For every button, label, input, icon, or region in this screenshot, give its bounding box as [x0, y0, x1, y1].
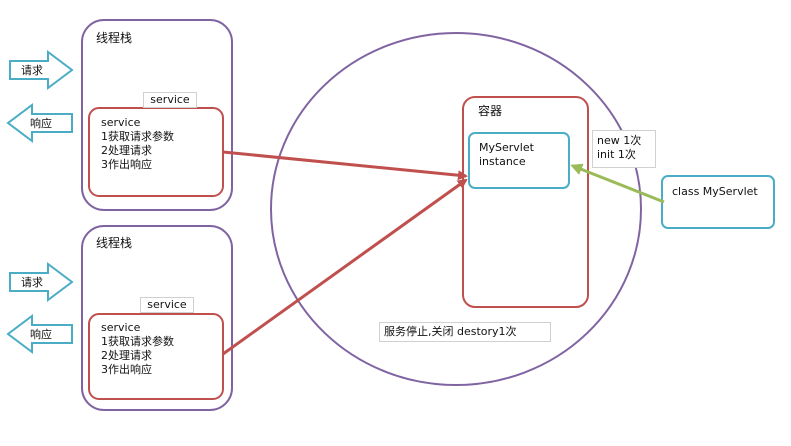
instance-line: instance	[479, 155, 526, 168]
service-line: 3作出响应	[101, 158, 152, 171]
class-box-label: class MyServlet	[672, 185, 758, 198]
instance-line: MyServlet	[479, 141, 534, 154]
service-text-2: service 1获取请求参数 2处理请求 3作出响应	[101, 321, 174, 377]
service-line: 1获取请求参数	[101, 335, 174, 348]
thread-stack-title-2: 线程栈	[96, 236, 133, 250]
request-label-2: 请求	[21, 276, 43, 289]
lifecycle-note-line: new 1次	[597, 134, 642, 147]
instance-text: MyServlet instance	[479, 141, 534, 169]
response-label-2: 响应	[30, 328, 52, 341]
green-arrow	[570, 163, 665, 204]
thread-stack-box-1	[81, 19, 233, 211]
service-line: 2处理请求	[101, 349, 152, 362]
service-box-2	[88, 313, 224, 400]
container-box	[462, 96, 589, 308]
lifecycle-note-line: init 1次	[597, 148, 636, 161]
service-line: service	[101, 321, 141, 334]
thread-stack-title-1: 线程栈	[96, 31, 133, 45]
response-arrow-1	[6, 103, 73, 143]
service-line: 3作出响应	[101, 363, 152, 376]
red-arrow-2	[222, 178, 468, 356]
lifecycle-note: new 1次 init 1次	[592, 130, 656, 168]
service-line: service	[101, 116, 141, 129]
request-arrow-1	[9, 50, 74, 90]
response-arrow-2	[6, 314, 73, 354]
service-line: 1获取请求参数	[101, 130, 174, 143]
thread-stack-box-2	[81, 225, 233, 411]
red-arrow-1	[222, 150, 468, 181]
instance-box	[468, 132, 570, 189]
stop-note: 服务停止,关闭 destory1次	[379, 322, 551, 342]
service-tag-2: service	[140, 297, 194, 313]
response-label-1: 响应	[30, 117, 52, 130]
request-arrow-2	[9, 262, 74, 302]
service-line: 2处理请求	[101, 144, 152, 157]
service-tag-1: service	[143, 92, 197, 108]
service-text-1: service 1获取请求参数 2处理请求 3作出响应	[101, 116, 174, 172]
container-title: 容器	[478, 104, 503, 118]
server-circle	[270, 32, 642, 386]
request-label-1: 请求	[21, 64, 43, 77]
